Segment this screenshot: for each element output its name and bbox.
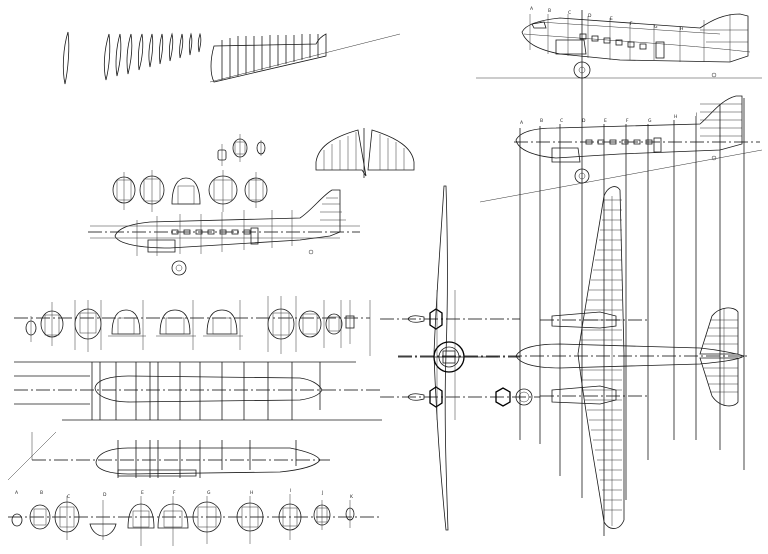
station-letter: B [40,490,43,496]
station-letter: F [173,490,176,496]
station-letter: F [626,118,629,124]
wing-front-view [380,185,540,531]
station-letter: D [588,13,592,19]
fuselage-formers-row1 [112,170,268,212]
station-letter: C [67,494,70,500]
station-letter: G [648,118,652,124]
station-letter: E [604,118,607,124]
station-letter: A [520,120,524,126]
station-letters-top: A B C D E F G H [530,6,683,32]
station-letter: B [548,8,551,14]
aircraft-side-view-right [479,95,763,203]
small-formers [217,134,266,166]
station-letter: G [654,24,658,30]
station-letter: C [560,118,563,124]
station-letter: H [250,490,253,496]
station-letter: B [540,118,543,124]
station-letter: I [290,488,291,494]
station-letter: J [321,490,323,496]
station-letter: A [15,490,19,496]
station-letter: D [582,118,586,124]
station-letter: E [610,16,613,22]
station-letters-bottom: A B C D E F G H I J K [15,488,354,500]
station-letter: H [680,26,683,32]
station-letter: G [207,490,211,496]
station-letter: H [674,114,677,120]
station-letter: D [103,492,107,498]
station-letter: C [568,10,571,16]
airfoil-sections [62,31,401,85]
tailplane-planform [315,128,415,178]
fuselage-formers-row3 [8,494,380,546]
station-letter: F [630,21,633,27]
aircraft-side-view-top [476,13,762,79]
fuselage-lower-view-left [7,431,330,481]
fuselage-plan-view-left [14,361,382,421]
station-letter: I [696,112,697,118]
fuselage-side-view-left [88,189,360,276]
fuselage-formers-row2 [14,296,371,356]
aircraft-plan-view-right [398,10,750,536]
station-letter: A [530,6,534,12]
station-letters-mid: A B C D E F G H I [520,112,697,126]
station-letter: K [350,494,354,500]
station-letter: E [141,490,144,496]
